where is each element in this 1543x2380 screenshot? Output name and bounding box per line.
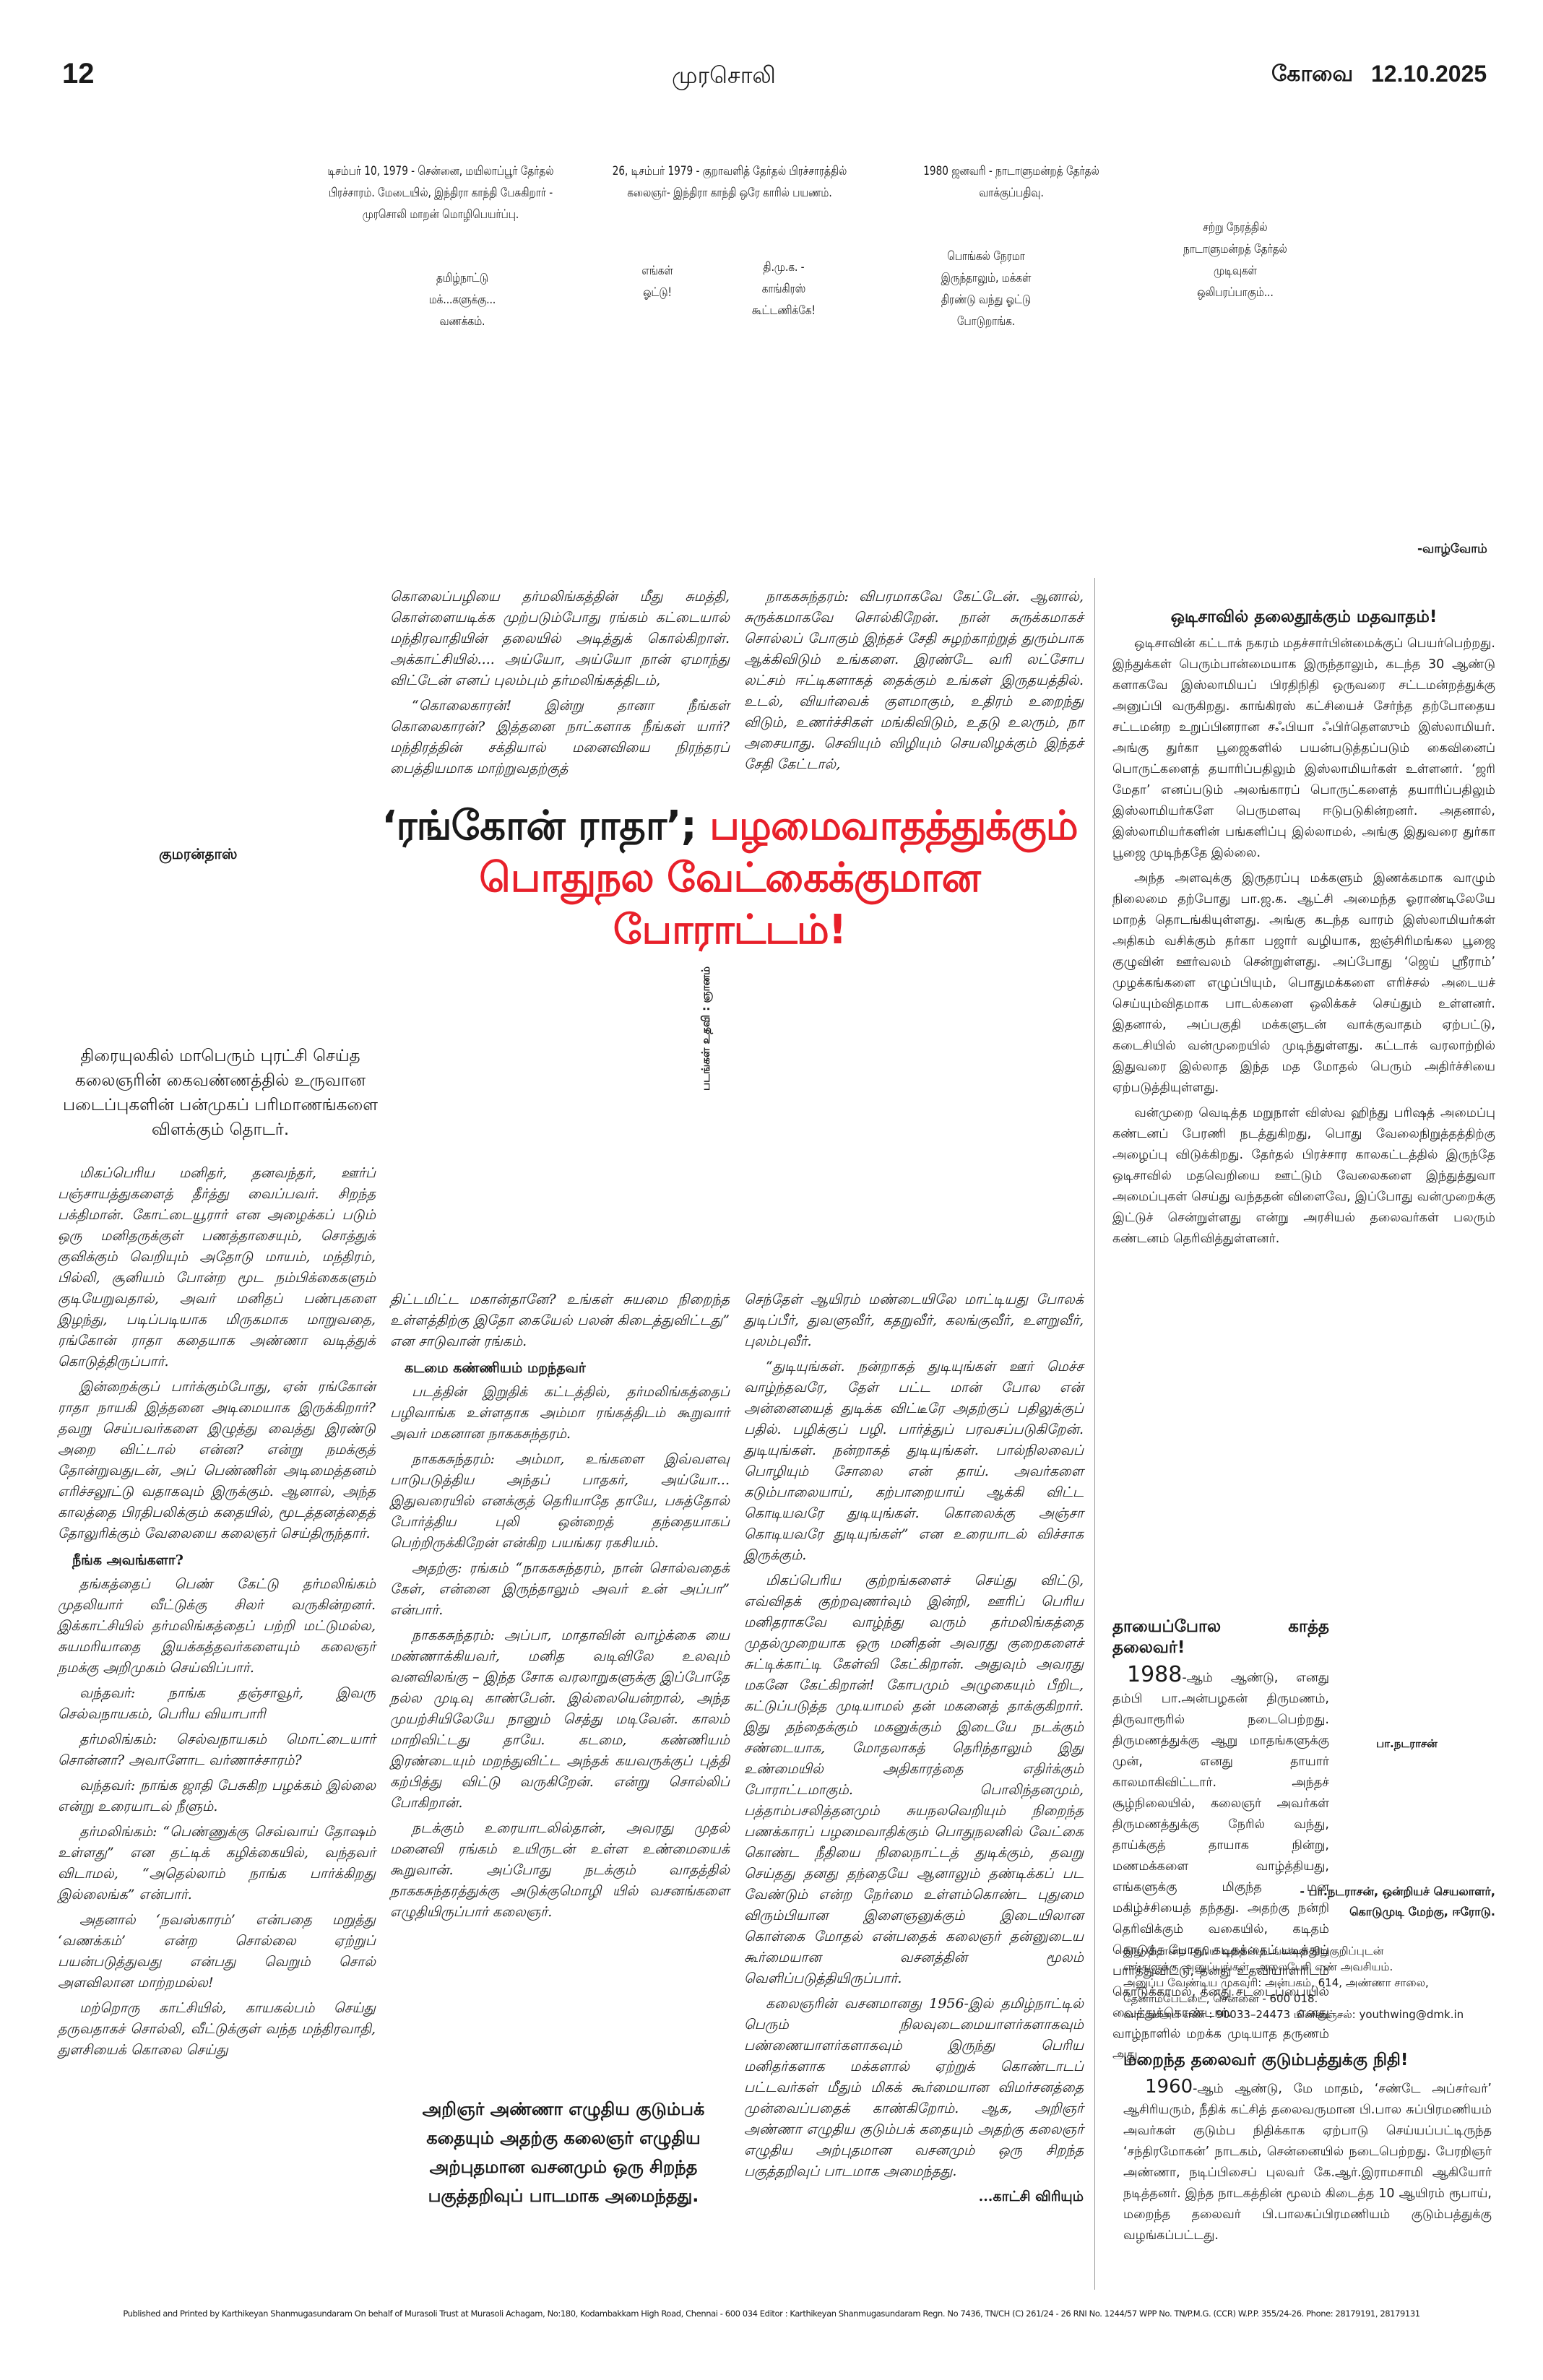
subheading: நீங்க அவங்களா? bbox=[72, 1552, 183, 1568]
contact-line: அனுப்ப வேண்டிய முகவரி: அன்பகம், 614, அண்… bbox=[1123, 1976, 1429, 1989]
marainda-article: மறைந்த தலைவர் குடும்பத்துக்கு நிதி! 1960… bbox=[1123, 2050, 1492, 2251]
column-divider bbox=[1094, 578, 1095, 2290]
paragraph: ஒடிசாவின் கட்டாக் நகரம் மதச்சார்பின்மைக்… bbox=[1112, 636, 1495, 860]
thaai-article: தாயைப்போல காத்த தலைவர்! 1988-ஆம் ஆண்டு, … bbox=[1112, 1617, 1329, 2070]
feature-headline: ‘ரங்கோன் ராதா’; பழமைவாதத்துக்கும் பொதுநல… bbox=[376, 800, 1084, 956]
paragraph: படத்தின் இறுதிக் கட்டத்தில், தர்மலிங்கத்… bbox=[390, 1384, 730, 1442]
contact-line: இது போன்ற அரிய புகைப்படங்களை சிறுகுறிப்ப… bbox=[1123, 1944, 1384, 1957]
thaai-title: தாயைப்போல காத்த தலைவர்! bbox=[1112, 1617, 1329, 1657]
photo-caption-1: டிசம்பர் 10, 1979 - சென்னை, மயிலாப்பூர் … bbox=[327, 164, 554, 222]
paragraph: “கொலைகாரன்! இன்று தானா நீங்கள் கொலைகாரன்… bbox=[390, 698, 730, 776]
issue-date: 12.10.2025 bbox=[1371, 61, 1487, 87]
paragraph: மிகப்பெரிய மனிதர், தனவந்தர், ஊர்ப் பஞ்சா… bbox=[58, 1165, 376, 1369]
sign-off: -வாழ்வோம் bbox=[1417, 542, 1487, 556]
photo-credit: படங்கள் உதவி : ஞானம் bbox=[699, 966, 712, 1091]
byline: குமரன்தாஸ் bbox=[159, 845, 238, 862]
paragraph: மிகப்பெரிய குற்றங்களைச் செய்து விட்டு, எ… bbox=[744, 1572, 1084, 1986]
paragraph: கலைஞரின் வசனமானது 1956-இல் தமிழ்நாட்டில்… bbox=[744, 1996, 1084, 2179]
center-top-right-text: நாககசுந்தரம்: விபரமாகவே கேட்டேன். ஆனால்,… bbox=[744, 587, 1084, 779]
center-bottom-left-text: திட்டமிட்ட மகான்தானே? உங்கள் சுயமை நிறைந… bbox=[390, 1289, 730, 1927]
speech-bubble-vanakkam: தமிழ்நாட்டு மக்...களுக்கு... வணக்கம். bbox=[428, 271, 496, 329]
signature-line: கொடுமுடி மேற்கு, ஈரோடு. bbox=[1349, 1905, 1495, 1918]
thaai-signature: - பா.நடராசன், ஒன்றியச் செயலாளர், கொடுமுட… bbox=[1112, 1882, 1495, 1922]
paragraph: -ஆம் ஆண்டு, எனது தம்பி பா.அன்பழகன் திரும… bbox=[1112, 1671, 1329, 2062]
paragraph: கொலைப்பழியை தர்மலிங்கத்தின் மீது சுமத்தி… bbox=[390, 589, 730, 688]
photo-caption-3: 1980 ஜனவரி - நாடாளுமன்றத் தேர்தல் வாக்கு… bbox=[923, 164, 1099, 200]
paragraph: அதற்கு: ரங்கம் “நாககசுந்தரம், நான் சொல்வ… bbox=[390, 1560, 730, 1618]
contact-line: எங்களுக்கு அனுப்புங்கள். அலைபேசி எண் அவச… bbox=[1123, 1960, 1393, 1973]
year: 1988 bbox=[1127, 1662, 1183, 1687]
speech-bubble-pongal: பொங்கல் நேரமா இருந்தாலும், மக்கள் திரண்ட… bbox=[941, 249, 1032, 329]
pull-quote: அறிஞர் அண்ணா எழுதிய குடும்பக் கதையும் அத… bbox=[422, 2099, 705, 2206]
paragraph: தங்கத்தைப் பெண் கேட்டு தர்மலிங்கம் முதலி… bbox=[58, 1576, 376, 1676]
marainda-title: மறைந்த தலைவர் குடும்பத்துக்கு நிதி! bbox=[1123, 2051, 1409, 2069]
paragraph: தர்மலிங்கம்: “பெண்ணுக்கு செவ்வாய் தோஷம் … bbox=[58, 1824, 376, 1903]
paragraph: அந்த அளவுக்கு இருதரப்பு மக்களும் இணக்கமா… bbox=[1112, 871, 1495, 1095]
paragraph: -ஆம் ஆண்டு, மே மாதம், ‘சண்டே அப்சர்வர்’ … bbox=[1123, 2082, 1492, 2243]
paragraph: செந்தேள் ஆயிரம் மண்டையிலே மாட்டியது போலக… bbox=[744, 1291, 1084, 1349]
paragraph: தர்மலிங்கம்: செல்வநாயகம் மொட்டையார் சொன்… bbox=[58, 1731, 376, 1768]
paragraph: நடக்கும் உரையாடலில்தான், அவரது முதல் மனை… bbox=[390, 1820, 730, 1920]
paragraph: வன்முறை வெடித்த மறுநாள் விஸ்வ ஹிந்து பரி… bbox=[1112, 1106, 1495, 1246]
year: 1960 bbox=[1145, 2076, 1193, 2098]
contact-line: தேனாம்பேட்டை, சென்னை - 600 018. bbox=[1123, 1992, 1318, 2005]
odisha-title: ஒடிசாவில் தலைதூக்கும் மதவாதம்! bbox=[1170, 607, 1438, 626]
paper-name: முரசொலி bbox=[672, 62, 776, 88]
subheading: கடமை கண்ணியம் மறந்தவர் bbox=[405, 1360, 586, 1376]
headline-red-part1: பழமைவாதத்துக்கும் bbox=[709, 802, 1078, 849]
center-top-left-text: கொலைப்பழியை தர்மலிங்கத்தின் மீது சுமத்தி… bbox=[390, 587, 730, 784]
series-intro: திரையுலகில் மாபெரும் புரட்சி செய்த கலைஞர… bbox=[62, 1047, 379, 1139]
left-column-text: மிகப்பெரிய மனிதர், தனவந்தர், ஊர்ப் பஞ்சா… bbox=[58, 1163, 376, 2065]
contact-email[interactable]: வாட்ஸ்அப் எண் : 90033–24473 மின்னஞ்சல்: … bbox=[1123, 2008, 1464, 2021]
footer-imprint: Published and Printed by Karthikeyan Sha… bbox=[123, 2308, 1420, 2319]
center-bottom-right-text: செந்தேள் ஆயிரம் மண்டையிலே மாட்டியது போலக… bbox=[744, 1289, 1084, 2207]
paragraph: “துடியுங்கள். நன்றாகத் துடியுங்கள் ஊர் ம… bbox=[744, 1359, 1084, 1563]
headline-film-name: ‘ரங்கோன் ராதா’; bbox=[381, 802, 696, 849]
paragraph: வந்தவர்: நாங்க ஜாதி பேசுகிற பழக்கம் இல்ல… bbox=[58, 1778, 376, 1814]
paragraph: நாககசுந்தரம்: அம்மா, உங்களை இவ்வளவு பாடு… bbox=[390, 1451, 730, 1551]
paragraph: வந்தவர்: நாங்க தஞ்சாவூர், இவரு செல்வநாயக… bbox=[58, 1685, 376, 1722]
speech-bubble-engal-ottu: எங்கள் ஓட்டு! bbox=[641, 264, 673, 300]
paragraph: மற்றொரு காட்சியில், காயகல்பம் செய்து தரு… bbox=[58, 2000, 376, 2058]
page-number: 12 bbox=[62, 58, 95, 90]
photo-caption-natarasan: பா.நடராசன் bbox=[1376, 1737, 1438, 1750]
edition: கோவை bbox=[1271, 62, 1354, 86]
odisha-article: ஒடிசாவில் தலைதூக்கும் மதவாதம்! ஒடிசாவின்… bbox=[1112, 607, 1495, 1254]
paragraph: நாககசுந்தரம்: அப்பா, மாதாவின் வாழ்க்கை ய… bbox=[390, 1627, 730, 1811]
paragraph: அதனால் ‘நவஸ்காரம்’ என்பதை மறுத்து ‘வணக்க… bbox=[58, 1912, 376, 1991]
speech-bubble-alliance: தி.மு.க. - காங்கிரஸ் கூட்டணிக்கே! bbox=[751, 260, 816, 318]
contact-box: இது போன்ற அரிய புகைப்படங்களை சிறுகுறிப்ப… bbox=[1123, 1943, 1499, 2022]
speech-bubble-results: சற்று நேரத்தில் நாடாளுமன்றத் தேர்தல் முட… bbox=[1183, 220, 1287, 300]
paragraph: நாககசுந்தரம்: விபரமாகவே கேட்டேன். ஆனால்,… bbox=[744, 589, 1084, 772]
headline-red-part2: பொதுநல வேட்கைக்குமான போராட்டம்! bbox=[479, 854, 981, 953]
continued-label: ...காட்சி விரியும் bbox=[978, 2189, 1084, 2204]
paragraph: இன்றைக்குப் பார்க்கும்போது, ஏன் ரங்கோன் … bbox=[58, 1379, 376, 1541]
paragraph: திட்டமிட்ட மகான்தானே? உங்கள் சுயமை நிறைந… bbox=[390, 1291, 730, 1349]
signature-line: - பா.நடராசன், ஒன்றியச் செயலாளர், bbox=[1300, 1884, 1495, 1898]
photo-caption-2: 26, டிசம்பர் 1979 - குறாவளித் தேர்தல் பி… bbox=[612, 164, 847, 200]
